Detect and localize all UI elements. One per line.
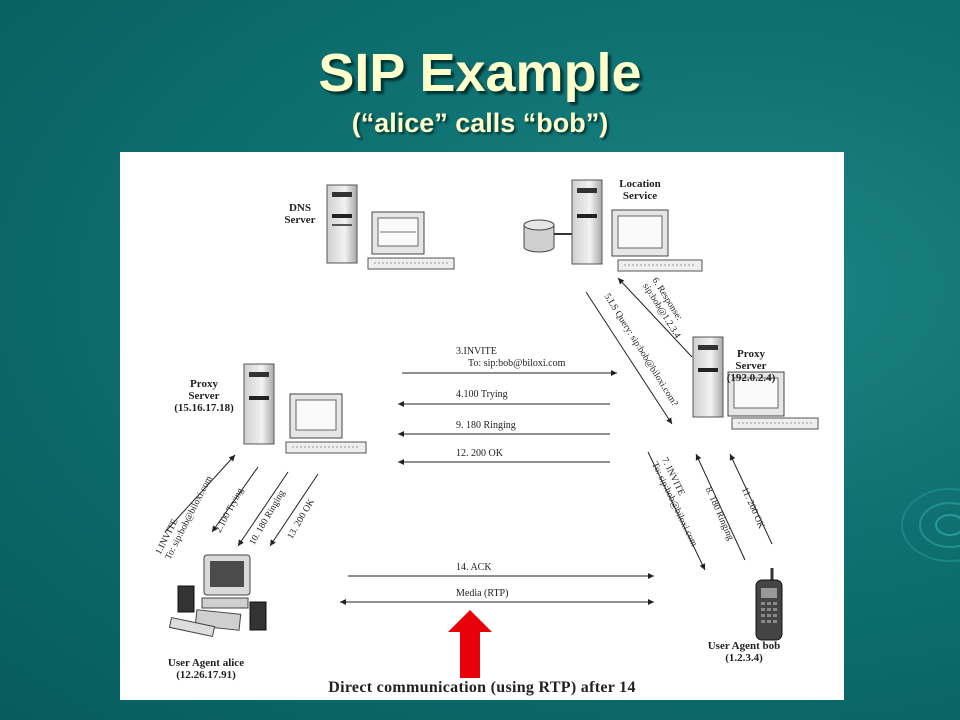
- highlight-arrow: [448, 610, 492, 678]
- arrow-2-trying: [211, 466, 259, 533]
- slide-title: SIP Example: [318, 43, 642, 103]
- bob-phone-icon: [755, 568, 783, 641]
- message-12-label: 12. 200 OK: [456, 448, 503, 459]
- slide-subtitle: (“alice” calls “bob”): [351, 108, 609, 138]
- arrow-11-ok: [729, 453, 773, 545]
- ripple-decoration: [901, 488, 960, 562]
- arrow-10-ringing: [237, 471, 289, 547]
- arrow-8-ringing: [695, 453, 746, 561]
- arrow-6-response: [617, 277, 693, 358]
- user-agent-alice-label: User Agent alice(12.26.17.91): [167, 657, 245, 681]
- diagram-caption: Direct communication (using RTP) after 1…: [328, 679, 636, 696]
- proxy-server-right-icon: [692, 336, 819, 430]
- arrow-7-invite: [647, 451, 706, 571]
- diagram-graphics: [164, 179, 819, 678]
- proxy-server-left-icon: [243, 363, 367, 454]
- arrow-5-ls-query: [585, 291, 673, 425]
- dns-server-icon: [326, 184, 455, 270]
- message-4-label: 4.100 Trying: [456, 389, 508, 400]
- arrow-1-invite: [164, 454, 236, 533]
- message-14-label: 14. ACK: [456, 562, 492, 573]
- arrow-13-ok: [269, 473, 319, 547]
- message-9-label: 9. 180 Ringing: [456, 420, 516, 431]
- alice-computer-icon: [168, 554, 267, 638]
- location-service-icon: [523, 179, 703, 272]
- user-agent-bob-label: User Agent bob(1.2.3.4): [707, 640, 781, 664]
- media-rtp-label: Media (RTP): [456, 588, 509, 599]
